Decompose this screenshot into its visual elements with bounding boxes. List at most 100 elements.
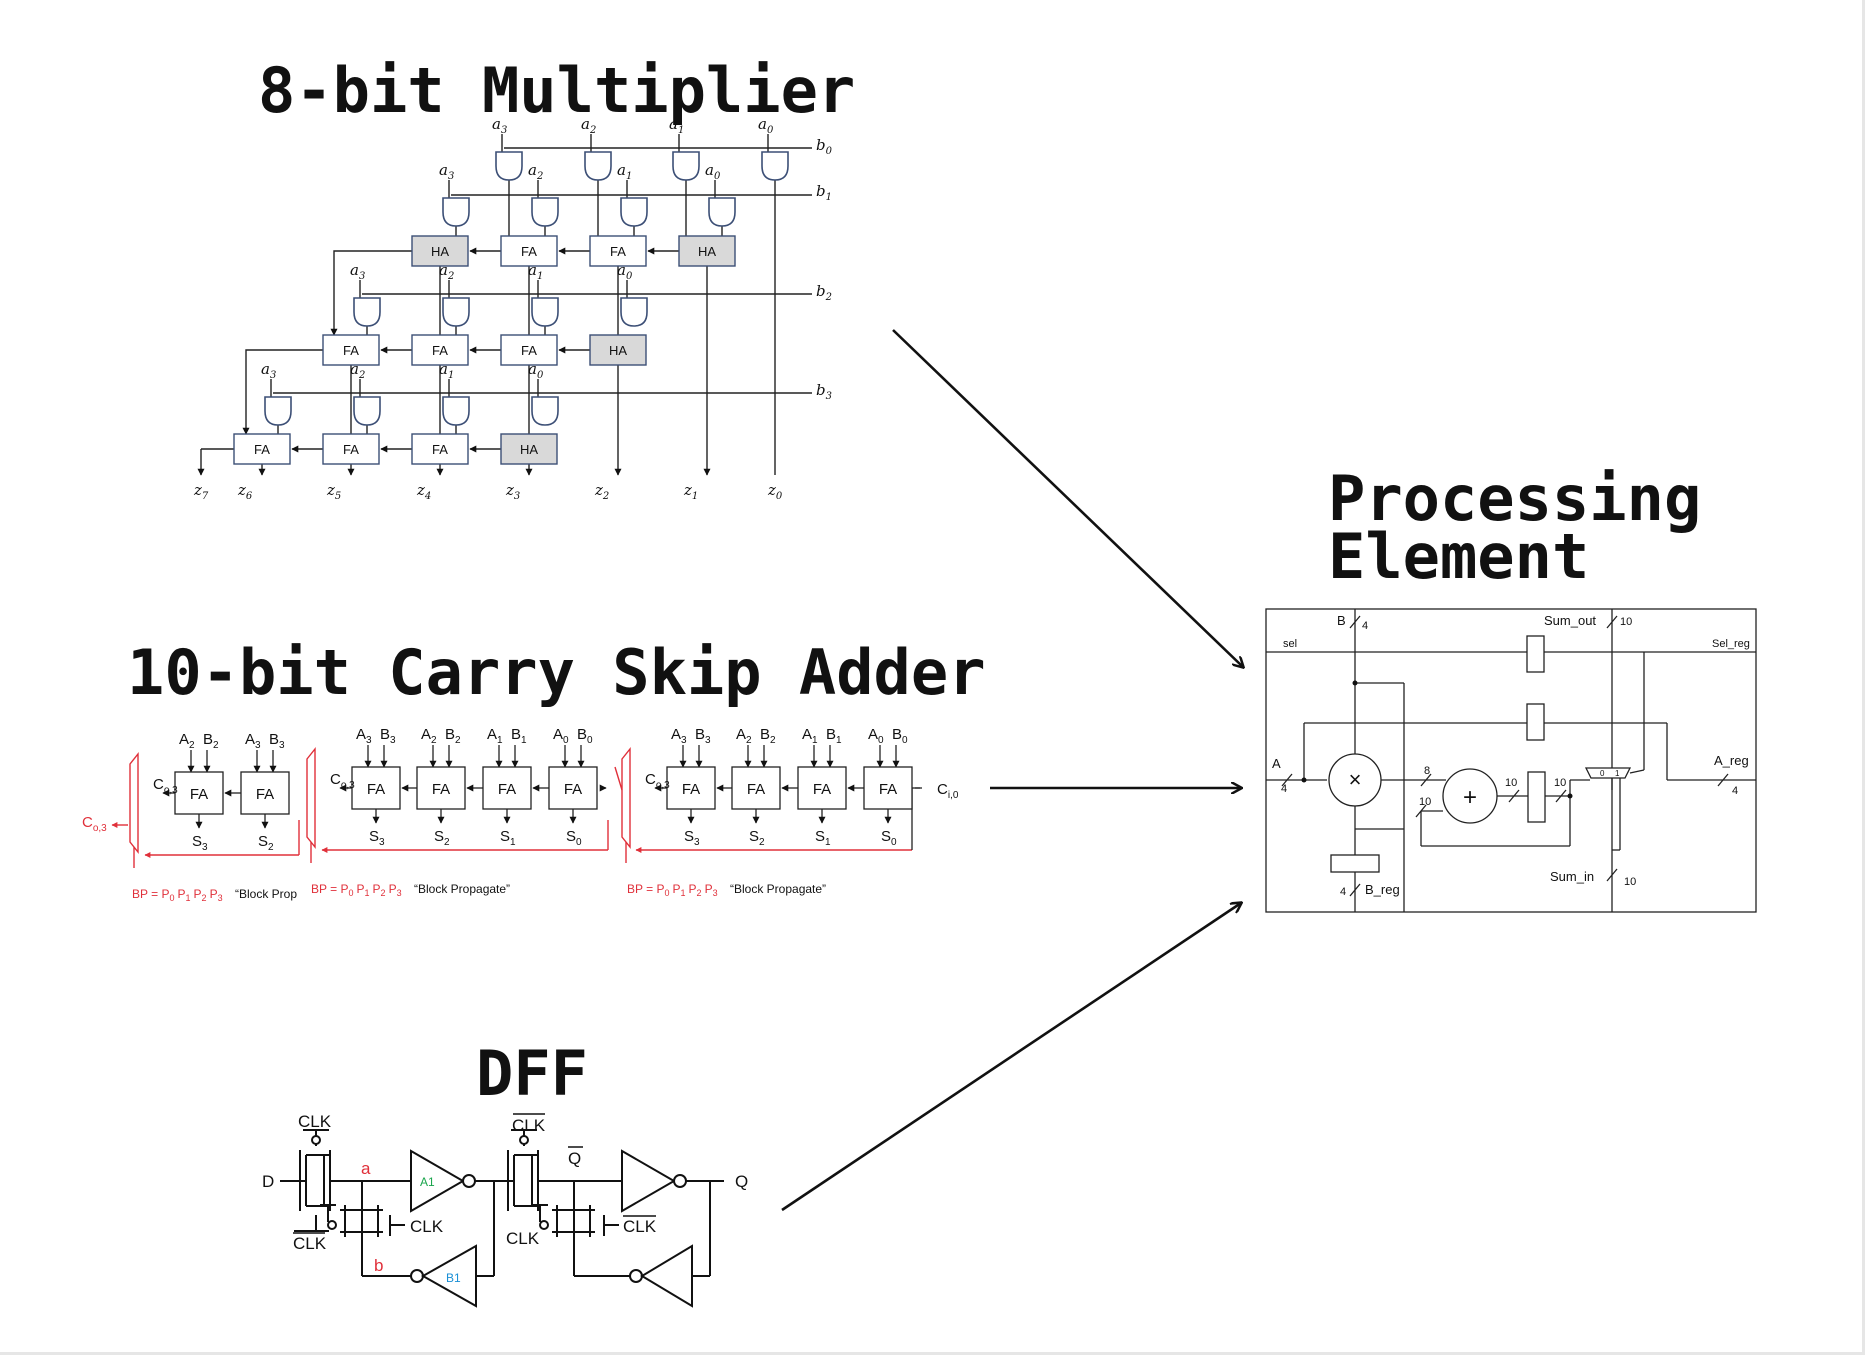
adder-bp-sub: 2 [697, 888, 702, 898]
adder-skip-mux [621, 747, 631, 849]
adder-carry-out-label-sub: o,3 [656, 780, 670, 791]
dff-qbar-label: Q [568, 1149, 581, 1168]
adder-a-input-label-sub: 1 [497, 735, 503, 746]
mult-a-label-base: a [439, 360, 448, 378]
adder-sum-label-base: S [881, 828, 891, 845]
adder-sum-label-base: S [815, 828, 825, 845]
adder-sum-label-base: S [192, 833, 202, 850]
adder-b-input-label: B1 [511, 726, 527, 746]
pe-width-10-adder-out: 10 [1505, 777, 1517, 789]
adder-a-input-label-base: A [245, 731, 255, 748]
mult-a-label: a0 [528, 360, 544, 381]
mult-z-label-base: z [594, 481, 603, 499]
adder-carry-out-label: Co,3 [153, 776, 178, 796]
adder-final-carry-label-base: C [82, 814, 93, 831]
adder-a-input-label: A3 [245, 731, 261, 751]
mult-z-label-sub: 6 [246, 491, 253, 502]
adder-fa-box [731, 766, 781, 810]
adder-b-input-label: B1 [826, 726, 842, 746]
adder-bp-p: P [705, 882, 713, 896]
pe-a-label: A [1272, 756, 1281, 771]
adder-title: 10-bit Carry Skip Adder [127, 636, 986, 709]
mult-a-label: a2 [350, 360, 365, 381]
pe-mux-0: 0 [1600, 769, 1605, 778]
adder-b-input-label-base: B [269, 731, 279, 748]
pe-multiplier-symbol: × [1349, 767, 1362, 792]
adder-final-carry-label: Co,3 [82, 814, 107, 834]
mult-and-gate [442, 197, 470, 227]
adder-carry-out-label-base: C [153, 776, 164, 793]
mult-b-label-sub: 1 [826, 192, 832, 203]
mult-box-label: FA [254, 442, 270, 457]
arrow-multiplier-to-pe [892, 329, 1243, 667]
mult-a-label: a1 [439, 360, 454, 381]
adder-a-input-label-sub: 3 [255, 740, 261, 751]
mult-ha-box [589, 334, 647, 366]
mult-a-label: a0 [617, 261, 633, 282]
adder-fa-box [416, 766, 466, 810]
adder-b-input-label: B0 [892, 726, 908, 746]
adder-a-input-label-sub: 3 [366, 735, 372, 746]
adder-bp-sub: 2 [202, 893, 207, 903]
adder-bp-sub: 0 [169, 893, 174, 903]
adder-final-carry-label-sub: o,3 [93, 823, 107, 834]
mult-box-label: HA [520, 442, 538, 457]
adder-sum-label-sub: 3 [202, 842, 208, 853]
dff-clk-bottom2: CLK [506, 1229, 540, 1248]
adder-bp-sub: 1 [365, 888, 370, 898]
mult-z-label: z0 [767, 481, 783, 502]
adder-bp-p: P [389, 882, 397, 896]
mult-a-label-base: a [617, 261, 626, 279]
pe-width-10-reg-out: 10 [1554, 777, 1566, 789]
adder-a-input-label: A3 [671, 726, 687, 746]
adder-bp-p: P [357, 882, 365, 896]
mult-a-label-sub: 0 [626, 271, 633, 282]
mult-box-label: FA [343, 442, 359, 457]
mult-z-label-base: z [237, 481, 246, 499]
mult-b-label-sub: 3 [826, 391, 832, 402]
adder-a-input-label-sub: 1 [812, 735, 818, 746]
mult-z-label-sub: 7 [202, 491, 209, 502]
adder-carry-out-label: Co,3 [330, 771, 355, 791]
pe-b-reg-width: 4 [1340, 886, 1346, 898]
adder-a-input-label: A1 [802, 726, 818, 746]
dff-node-b: b [374, 1256, 383, 1275]
dff-d-label: D [262, 1172, 274, 1191]
mult-b-label-base: b [816, 381, 826, 399]
mult-a-label-base: a [528, 161, 537, 179]
adder-a-input-label-base: A [487, 726, 497, 743]
mult-a-label-sub: 3 [448, 171, 454, 182]
mult-a-label-base: a [439, 161, 448, 179]
mult-a-label-sub: 1 [448, 370, 454, 381]
adder-b-input-label: B0 [577, 726, 593, 746]
adder-sum-label-sub: 0 [576, 837, 582, 848]
adder-b-input-label-base: B [892, 726, 902, 743]
dff-node-a: a [361, 1159, 371, 1178]
dff-q-label: Q [735, 1172, 748, 1191]
mult-a-label-sub: 0 [767, 125, 774, 136]
mult-a-label-base: a [669, 115, 678, 133]
pe-frame [1265, 608, 1757, 913]
mult-a-label: a2 [581, 115, 596, 136]
adder-carry-out-label: Co,3 [645, 771, 670, 791]
adder-bp-p: P [689, 882, 697, 896]
adder-a-input-label-sub: 2 [189, 740, 195, 751]
adder-sum-label-base: S [566, 828, 576, 845]
adder-sum-label: S0 [566, 828, 582, 848]
adder-fa-box [666, 766, 716, 810]
mult-carry-return [242, 349, 323, 435]
adder-sum-label: S3 [369, 828, 385, 848]
mult-b-label-sub: 0 [826, 146, 833, 157]
mult-a-label-base: a [261, 360, 270, 378]
mult-z-label: z5 [326, 481, 341, 502]
mult-box-label: FA [432, 442, 448, 457]
adder-a-input-label: A0 [868, 726, 884, 746]
mult-fa-box [322, 433, 380, 465]
mult-a-label-sub: 3 [270, 370, 276, 381]
mult-a-label-base: a [528, 360, 537, 378]
adder-bp-p: P [673, 882, 681, 896]
mult-and-gate [442, 297, 470, 327]
mult-carry-return [330, 250, 412, 336]
adder-carry-in-label: Ci,0 [937, 781, 959, 801]
